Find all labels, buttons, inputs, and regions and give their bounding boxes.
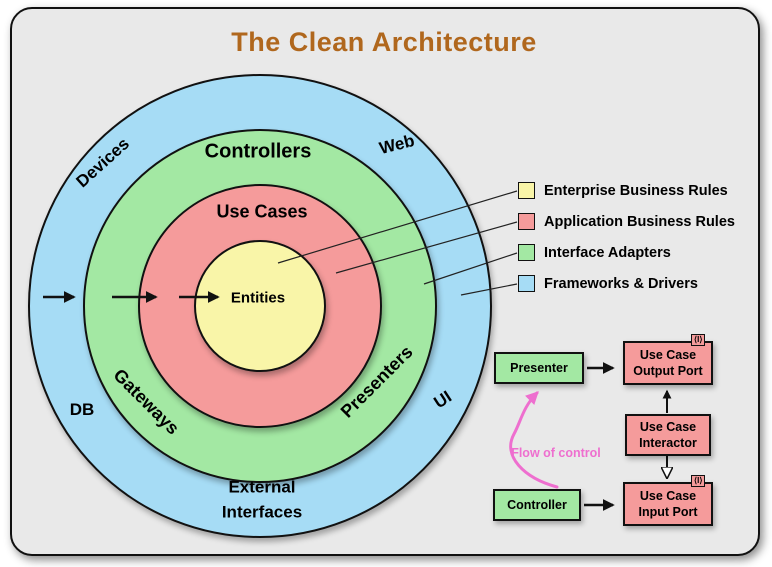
legend-item-frameworks: Frameworks & Drivers: [518, 275, 735, 292]
label-external-line1: External: [228, 477, 296, 497]
output-port-line2: Output Port: [633, 364, 703, 378]
legend: Enterprise Business Rules Application Bu…: [518, 182, 735, 306]
presenter-box-label: Presenter: [510, 360, 568, 375]
input-port-line1: Use Case: [639, 488, 697, 503]
legend-label-application: Application Business Rules: [544, 213, 735, 230]
label-entities: Entities: [230, 289, 286, 307]
legend-swatch-frameworks: [518, 275, 535, 292]
legend-swatch-adapters: [518, 244, 535, 261]
use-case-input-port-box: Use Case Input Port: [623, 482, 713, 526]
legend-item-adapters: Interface Adapters: [518, 244, 735, 261]
input-port-line2: Input Port: [638, 505, 698, 519]
flow-of-control-label: Flow of control: [511, 446, 601, 460]
label-external-line2: Interfaces: [221, 502, 303, 521]
legend-swatch-enterprise: [518, 182, 535, 199]
use-case-interactor-box: Use Case Interactor: [625, 414, 711, 456]
diagram-title: The Clean Architecture: [231, 27, 537, 57]
use-case-output-port-box: Use Case Output Port: [623, 341, 713, 385]
legend-swatch-application: [518, 213, 535, 230]
controller-box: Controller: [493, 489, 581, 521]
label-use-cases: Use Cases: [216, 201, 308, 222]
label-db: DB: [69, 400, 95, 419]
output-port-line1: Use Case: [639, 347, 697, 362]
legend-item-enterprise: Enterprise Business Rules: [518, 182, 735, 199]
label-controllers: Controllers: [204, 140, 312, 163]
interactor-line1: Use Case: [639, 419, 697, 434]
legend-item-application: Application Business Rules: [518, 213, 735, 230]
input-port-interface-marker-icon: ⟨I⟩: [691, 475, 706, 487]
interactor-line2: Interactor: [639, 436, 697, 450]
output-port-interface-marker-icon: ⟨I⟩: [691, 334, 706, 346]
label-external-interfaces: External Interfaces: [222, 475, 302, 524]
legend-label-adapters: Interface Adapters: [544, 244, 671, 261]
controller-box-label: Controller: [507, 497, 567, 512]
legend-label-frameworks: Frameworks & Drivers: [544, 275, 698, 292]
legend-label-enterprise: Enterprise Business Rules: [544, 182, 728, 199]
presenter-box: Presenter: [494, 352, 584, 384]
